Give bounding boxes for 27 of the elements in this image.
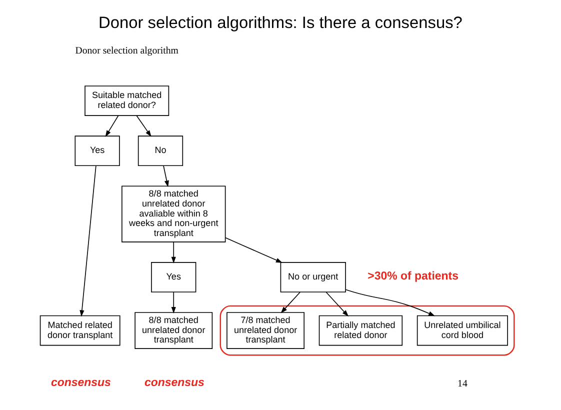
node-box: 8/8 matched unrelated donor transplant: [134, 312, 213, 349]
node-box: Yes: [151, 262, 196, 292]
node-label: consensus: [144, 377, 204, 390]
node-box: Matched related donor transplant: [40, 315, 120, 346]
arrow: [136, 115, 152, 137]
node-label: consensus: [50, 377, 111, 390]
arrow: [225, 237, 283, 263]
node-box: 7/8 matched unrelated donor transplant: [226, 312, 304, 349]
arrow: [171, 242, 176, 264]
arrow: [163, 165, 169, 188]
node-box: Yes: [74, 136, 120, 166]
label: Donor selection algorithm: [75, 45, 178, 56]
arrow: [80, 165, 96, 317]
node-label: >30% of patients: [368, 270, 459, 282]
diagram-title: Donor selection algorithms: Is there a consensus?: [98, 14, 462, 32]
arrow: [280, 292, 301, 314]
arrow: [105, 115, 119, 137]
node-box: 8/8 matched unrelated donor avaliable within 8 weeks and non-urgent transplant: [122, 186, 226, 242]
arrow: [326, 292, 349, 317]
node-box: Unrelated umbilical cord blood: [416, 315, 508, 346]
label: 14: [458, 378, 468, 390]
arrow: [171, 292, 176, 314]
node-box: Partially matched related donor: [318, 315, 403, 346]
arrow: [345, 289, 436, 316]
node-box: No or urgent: [280, 262, 346, 292]
node-box: No: [138, 136, 184, 166]
node-box: Suitable matched related donor?: [84, 86, 170, 116]
